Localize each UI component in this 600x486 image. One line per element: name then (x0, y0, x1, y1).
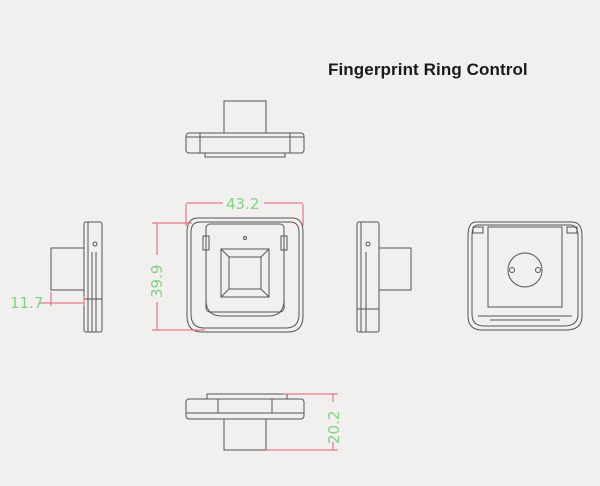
top-view (185, 100, 305, 158)
front-view (186, 217, 304, 333)
front-dimensions (152, 202, 304, 331)
right-side-view (356, 221, 412, 333)
side-depth-dimension: 11.7 (10, 294, 43, 312)
back-view (467, 221, 583, 331)
diagram-title: Fingerprint Ring Control (328, 60, 528, 79)
bottom-view (185, 393, 305, 451)
left-side-view (50, 221, 103, 333)
bottom-dimension (266, 393, 338, 451)
height-dimension: 39.9 (148, 265, 166, 298)
total-depth-dimension: 20.2 (325, 411, 343, 444)
width-dimension: 43.2 (226, 195, 259, 213)
side-dimension (40, 292, 85, 306)
